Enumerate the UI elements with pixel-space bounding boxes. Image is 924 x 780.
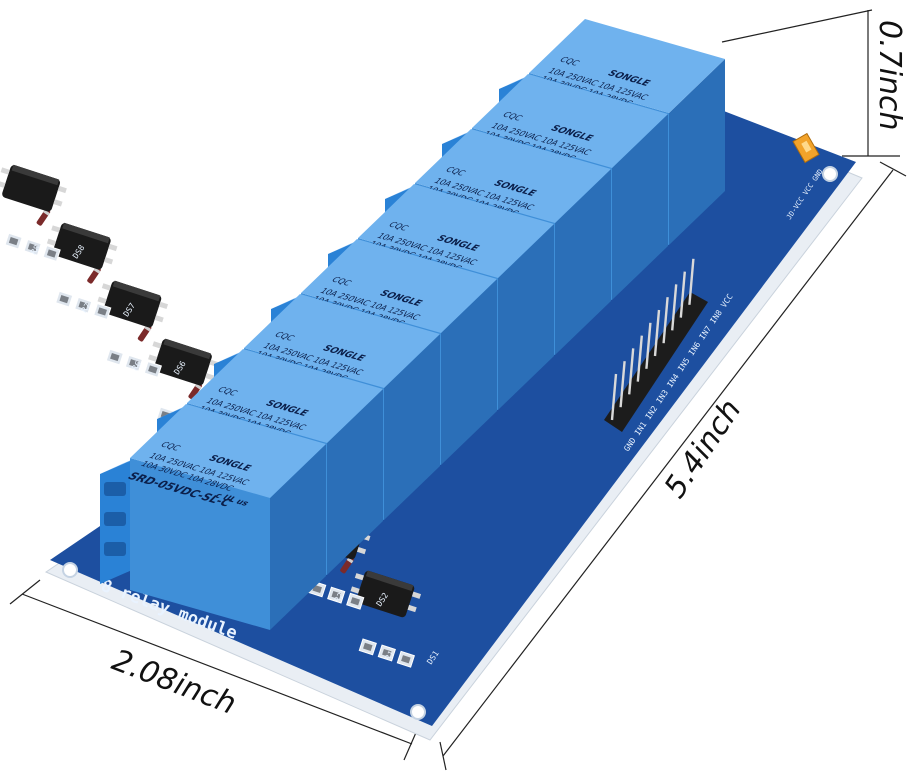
optocoupler — [46, 222, 118, 270]
relay-front-face — [130, 458, 270, 630]
header-pin — [628, 348, 635, 395]
smd-pads — [55, 290, 112, 320]
diode — [36, 208, 51, 226]
terminal-slot — [104, 542, 126, 556]
relay-side-face — [555, 169, 611, 355]
mounting-hole — [62, 562, 78, 578]
relay-side-face — [327, 389, 383, 575]
relay-side-face — [612, 114, 668, 300]
relay-side-face — [441, 279, 497, 465]
relay-top-face — [187, 349, 383, 443]
diode — [188, 382, 202, 400]
smd-pads — [358, 638, 415, 668]
relay-cqc: CQC — [443, 166, 467, 178]
relay-top-face — [301, 239, 497, 333]
header-pin — [679, 271, 686, 318]
relay-cqc: CQC — [386, 221, 410, 233]
width-label: 2.08inch — [107, 643, 241, 722]
relay-side-face — [669, 59, 725, 245]
header-pin — [636, 335, 643, 382]
header-pin — [671, 284, 678, 331]
relay-cqc: CQC — [557, 56, 581, 68]
relay-top-face — [529, 19, 725, 113]
header-pin — [688, 258, 695, 305]
diode — [340, 556, 354, 574]
terminal-slot — [104, 482, 126, 496]
relay-side-face — [270, 444, 326, 630]
optocoupler — [0, 164, 67, 212]
header-pin — [619, 361, 626, 408]
header-pin — [662, 297, 669, 344]
diode — [137, 324, 152, 342]
terminal-slot — [104, 512, 126, 526]
optocoupler — [97, 280, 169, 328]
dimension-height: 0.7inch — [721, 9, 907, 157]
relay-cqc: CQC — [500, 111, 524, 123]
relay-top-face — [244, 294, 440, 388]
relay-cqc: CQC — [215, 386, 239, 398]
diode — [87, 266, 101, 284]
relay-side-face — [498, 224, 554, 410]
mounting-hole — [822, 166, 838, 182]
optocoupler — [350, 570, 422, 618]
relay-top-face — [130, 404, 326, 498]
header-pin — [653, 309, 661, 357]
relay-cqc: CQC — [329, 276, 353, 288]
optocoupler — [148, 338, 219, 386]
height-label: 0.7inch — [872, 20, 907, 131]
relay-cqc: CQC — [272, 331, 296, 343]
smd-pads — [308, 580, 365, 610]
relay-cqc: CQC — [158, 441, 182, 453]
relay-top-face — [472, 74, 668, 168]
smd-pads — [105, 348, 162, 378]
relay-side-face — [384, 334, 440, 520]
header-pin — [610, 373, 618, 421]
smd-pads — [4, 232, 61, 263]
relay-top-face — [358, 184, 554, 278]
relay-top-face — [415, 129, 611, 223]
header-pin — [645, 322, 652, 369]
mounting-hole — [410, 704, 426, 720]
